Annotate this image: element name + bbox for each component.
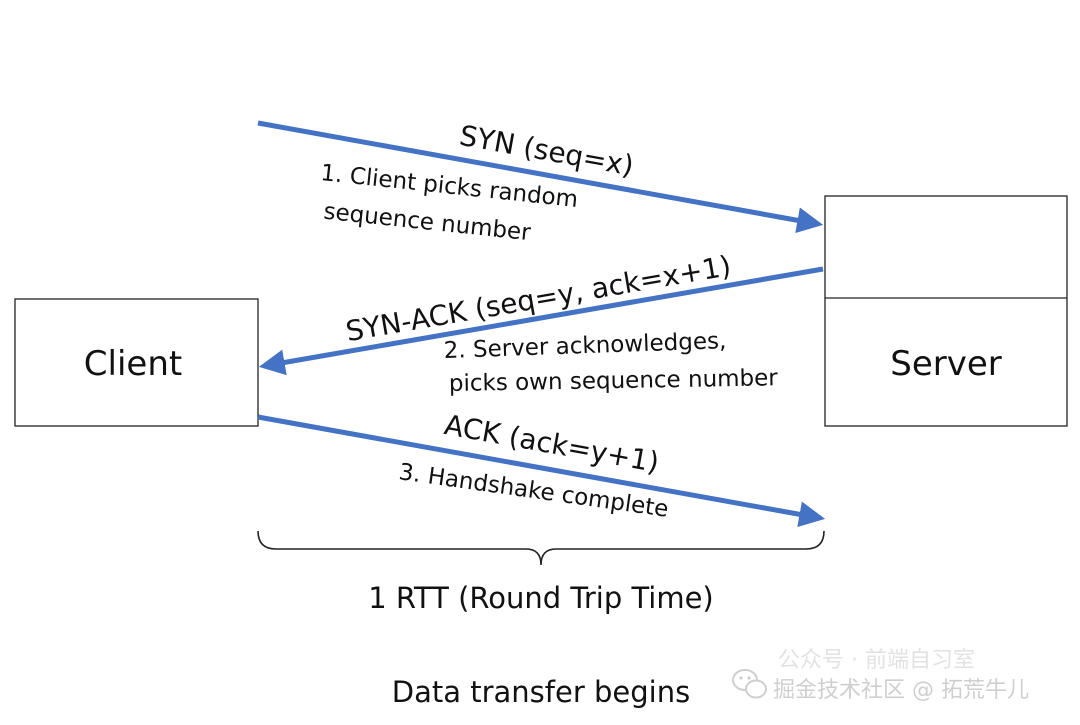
wechat-icon [732, 669, 767, 699]
watermark: 公众号 · 前端自习室 掘金技术社区 @ 拓荒牛儿 [732, 648, 1029, 703]
ack-arrow [257, 414, 826, 528]
client-box [14, 298, 259, 427]
rtt-brace [257, 530, 825, 566]
syn-arrow [257, 120, 824, 234]
syn-ack-note-line-2: picks own sequence number [449, 365, 779, 397]
watermark-line-1: 公众号 · 前端自习室 [778, 648, 975, 673]
syn-ack-note: 2. Server acknowledges, picks own sequen… [443, 328, 778, 397]
watermark-line-2: 掘金技术社区 @ 拓荒牛儿 [773, 678, 1029, 703]
syn-ack-note-line-1: 2. Server acknowledges, [443, 328, 726, 364]
server-node: Server [824, 195, 1068, 427]
server-box [824, 195, 1068, 427]
syn-note-line-2: sequence number [322, 199, 532, 247]
data-transfer-label: Data transfer begins [392, 675, 690, 709]
rtt-label: 1 RTT (Round Trip Time) [368, 581, 713, 615]
server-label: Server [890, 344, 1002, 384]
client-label: Client [84, 344, 182, 384]
client-node: Client [14, 298, 259, 427]
syn-ack-arrow [258, 266, 824, 376]
